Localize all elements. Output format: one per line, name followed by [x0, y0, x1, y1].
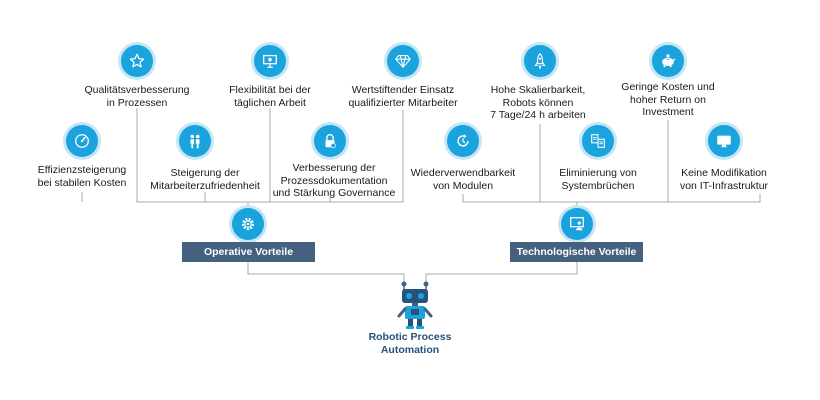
rpa-title: Robotic Process Automation: [368, 331, 452, 356]
label-effizienzsteigerung: Effizienzsteigerung bei stabilen Kosten: [37, 164, 127, 189]
piggy-bank-icon: [652, 45, 684, 77]
diamond-icon: [387, 45, 419, 77]
label-mitarbeiterzufriedenheit: Steigerung der Mitarbeiterzufriedenheit: [150, 167, 260, 192]
lock-icon: [314, 125, 346, 157]
technological-benefits-bar: Technologische Vorteile: [510, 242, 643, 262]
computer-user-icon: [561, 208, 593, 240]
gear-icon: [232, 208, 264, 240]
documents-icon: [582, 125, 614, 157]
label-wiederverwendbarkeit: Wiederverwendbarkeit von Modulen: [410, 167, 516, 192]
label-eliminierung: Eliminierung von Systembrüchen: [559, 167, 637, 192]
rocket-icon: [524, 45, 556, 77]
label-keine-modifikation: Keine Modifikation von IT-Infrastruktur: [679, 167, 769, 192]
presentation-icon: [254, 45, 286, 77]
label-prozessdokumentation: Verbesserung der Prozessdokumentation un…: [272, 162, 396, 199]
recycle-icon: [447, 125, 479, 157]
robot-icon: [397, 281, 433, 329]
label-geringe-kosten: Geringe Kosten und hoher Return on Inves…: [621, 81, 715, 118]
operative-benefits-bar: Operative Vorteile: [182, 242, 315, 262]
label-skalierbarkeit: Hohe Skalierbarkeit, Robots können 7 Tag…: [490, 84, 586, 121]
label-flexibilitaet: Flexibilität bei der täglichen Arbeit: [229, 84, 311, 109]
people-icon: [179, 125, 211, 157]
label-wertstiftender-einsatz: Wertstiftender Einsatz qualifizierter Mi…: [348, 84, 458, 109]
monitor-icon: [708, 125, 740, 157]
speedometer-icon: [66, 125, 98, 157]
star-icon: [121, 45, 153, 77]
label-qualitaetsverbesserung: Qualitätsverbesserung in Prozessen: [84, 84, 190, 109]
